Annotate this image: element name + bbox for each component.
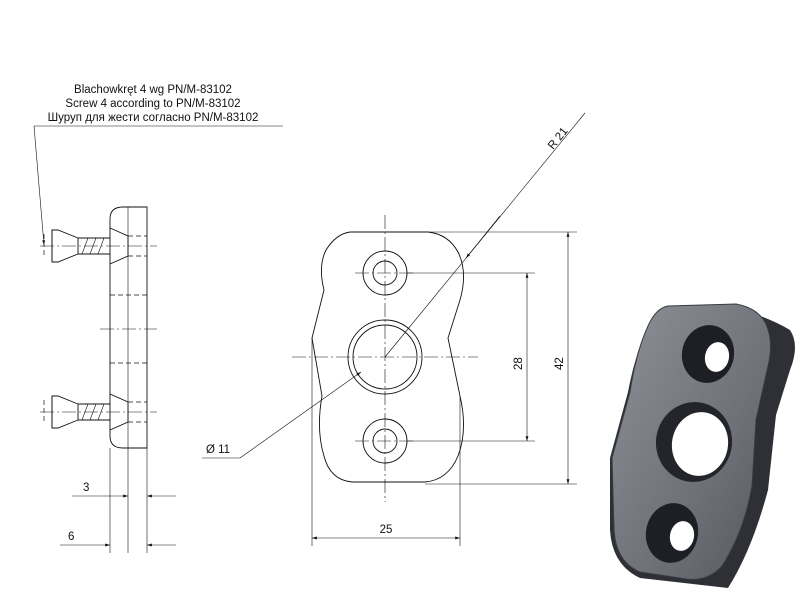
dim-thickness-3: 3: [83, 482, 89, 494]
side-view-outline: [109, 206, 148, 449]
screw-bottom: [43, 395, 110, 429]
height-dim: 42: [425, 231, 577, 485]
thickness-dims: 3 6: [60, 482, 176, 553]
plate-outline: [311, 231, 464, 483]
dim-hole-spacing: 28: [513, 357, 525, 370]
dim-diameter: Ø 11: [206, 444, 230, 456]
note-line-ru: Шуруп для жести согласно PN/M-83102: [48, 112, 259, 124]
front-view: [292, 215, 478, 502]
width-dim: 25: [311, 338, 461, 546]
radius-dim: R 21: [384, 112, 586, 358]
hole-spacing-dim: 28: [407, 272, 535, 442]
iso-part-render: [610, 303, 795, 588]
screw-note: Blachowkręt 4 wg PN/M-83102 Screw 4 acco…: [33, 84, 283, 246]
diameter-dim: Ø 11: [202, 371, 362, 459]
dim-height: 42: [554, 357, 566, 370]
dim-radius: R 21: [546, 125, 571, 151]
dim-thickness-6: 6: [68, 531, 74, 543]
note-line-pl: Blachowkręt 4 wg PN/M-83102: [74, 84, 232, 96]
note-leader: [33, 125, 46, 246]
screw-top: [43, 229, 110, 263]
dim-width: 25: [380, 524, 393, 536]
note-line-en: Screw 4 according to PN/M-83102: [65, 98, 240, 110]
side-view: [40, 206, 157, 553]
